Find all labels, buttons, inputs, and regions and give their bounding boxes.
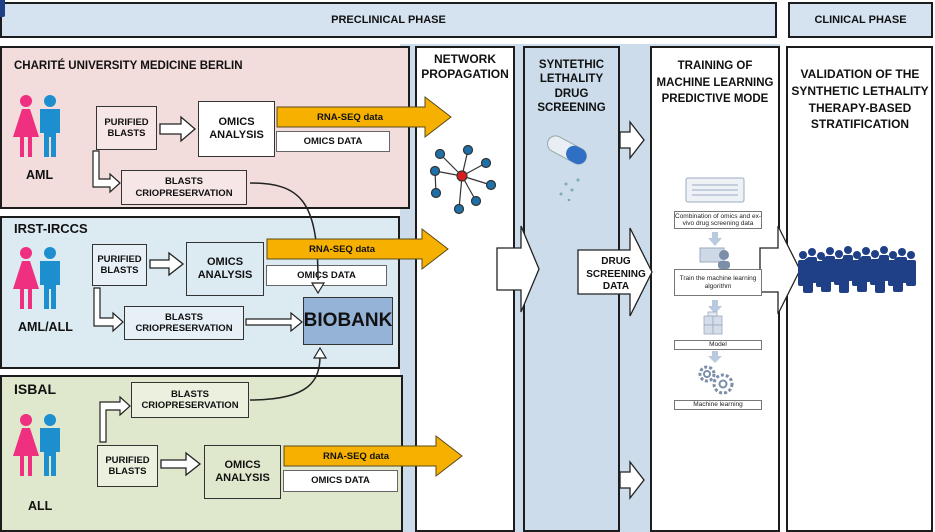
charite-disease-label: AML	[26, 168, 54, 182]
irst-omics-data: OMICS DATA	[266, 265, 387, 286]
irst-to-biobank-arrow	[245, 311, 303, 333]
irst-bent-arrow	[93, 287, 124, 333]
screening-bottom-arrow	[619, 460, 645, 500]
charite-purified-blasts: PURIFIED BLASTS	[96, 106, 157, 150]
capsule-pill-icon	[547, 135, 587, 202]
irst-purified-blasts: PURIFIED BLASTS	[92, 244, 147, 286]
charite-flow-arrow	[159, 115, 196, 143]
training-title: TRAINING OF MACHINE LEARNING PREDICTIVE …	[656, 60, 774, 106]
irst-rna-seq-label: RNA-SEQ data	[309, 243, 375, 255]
isbal-rna-arrow	[283, 434, 463, 478]
clinical-phase-header: CLINICAL PHASE	[788, 2, 933, 38]
isbal-disease-label: ALL	[28, 499, 53, 513]
preclinical-phase-header: PRECLINICAL PHASE	[0, 2, 777, 38]
charite-criopreservation: BLASTS CRIOPRESERVATION	[121, 170, 247, 205]
irst-title: IRST-IRCCS	[14, 221, 88, 236]
ml-step-machine-learning: Machine learning	[674, 400, 762, 410]
charite-title: CHARITÉ UNIVERSITY MEDICINE BERLIN	[14, 60, 243, 72]
drug-screening-data-label: DRUG SCREENING DATA	[586, 256, 646, 292]
irst-criopreservation: BLASTS CRIOPRESERVATION	[124, 306, 244, 340]
ml-step-combination: Combination of omics and ex-vivo drug sc…	[674, 211, 762, 229]
charite-to-biobank-head	[310, 282, 326, 295]
irst-rna-arrow	[266, 227, 449, 271]
isbal-bent-arrow	[99, 395, 131, 443]
isbal-to-biobank-head	[312, 346, 328, 359]
network-propagation-title: NETWORK PROPAGATION	[421, 52, 509, 81]
biobank-box: BIOBANK	[303, 297, 393, 345]
isbal-to-biobank-line	[249, 355, 321, 401]
irst-omics-analysis: OMICS ANALYSIS	[186, 242, 264, 296]
isbal-omics-analysis: OMICS ANALYSIS	[204, 445, 281, 499]
isbal-title: ISBAL	[14, 381, 56, 397]
ml-down-arrow-2	[708, 300, 722, 314]
charite-omics-analysis: OMICS ANALYSIS	[198, 101, 275, 157]
data-table-icon	[685, 177, 745, 203]
gears-icon	[698, 365, 734, 395]
model-cube-icon	[703, 311, 723, 335]
screening-title: SYNTETHIC LETHALITY DRUG SCREENING	[537, 59, 606, 115]
computer-user-icon	[699, 247, 730, 269]
ml-down-arrow-1	[708, 232, 722, 246]
drug-data-arrow	[577, 227, 653, 317]
isbal-omics-data: OMICS DATA	[283, 470, 398, 492]
crowd-icon	[0, 0, 916, 293]
network-to-screening-arrow	[496, 225, 540, 313]
isbal-flow-arrow	[160, 451, 202, 477]
network-graph-icon	[429, 144, 497, 215]
charite-omics-data: OMICS DATA	[276, 131, 390, 152]
charite-bent-arrow	[92, 150, 121, 194]
validation-title: VALIDATION OF THE SYNTHETIC LETHALITY TH…	[791, 67, 929, 132]
charite-to-biobank-line	[249, 182, 319, 281]
charite-rna-arrow	[276, 95, 452, 139]
ml-down-arrow-3	[708, 351, 722, 363]
ml-step-train: Train the machine learning algorithm	[674, 269, 762, 296]
screening-top-arrow	[619, 120, 645, 160]
irst-flow-arrow	[149, 251, 185, 277]
isbal-purified-blasts: PURIFIED BLASTS	[97, 445, 158, 487]
isbal-criopreservation: BLASTS CRIOPRESERVATION	[131, 382, 249, 418]
isbal-rna-seq-label: RNA-SEQ data	[323, 450, 389, 462]
training-to-validation-arrow	[759, 225, 801, 315]
charite-rna-seq-label: RNA-SEQ data	[317, 111, 383, 123]
irst-disease-label: AML/ALL	[18, 320, 73, 334]
ml-step-model: Model	[674, 340, 762, 350]
